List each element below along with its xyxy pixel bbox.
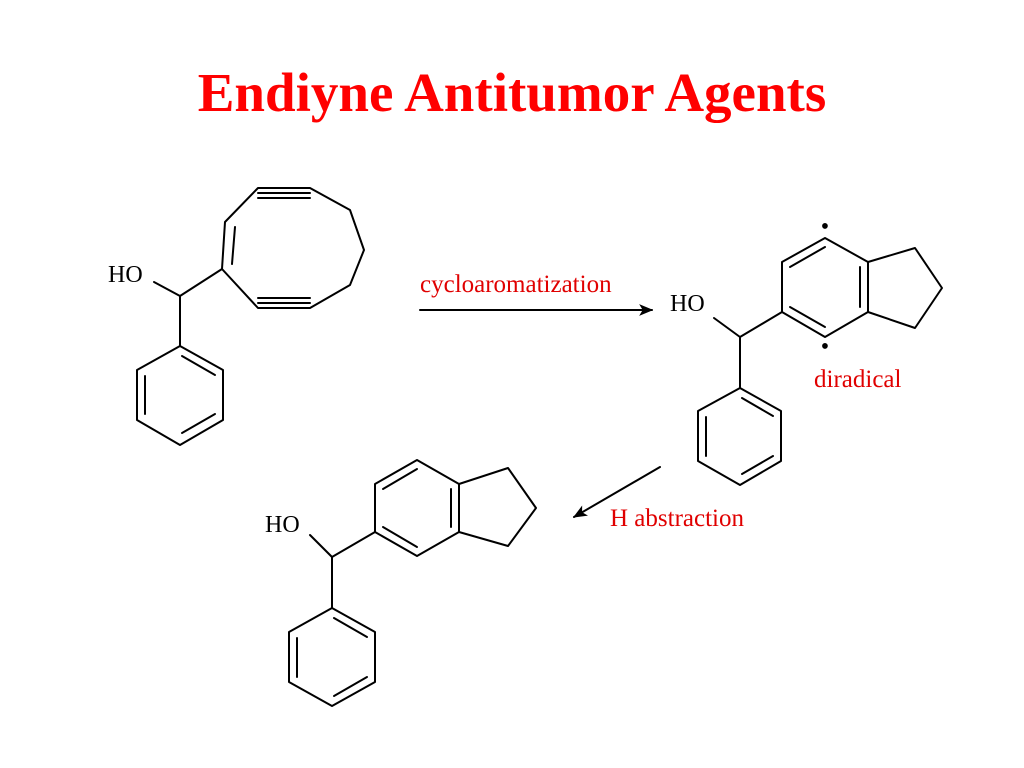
diradical-inner-bond (789, 306, 826, 328)
diradical-phenyl-ring (697, 387, 782, 486)
enediyne-ring (221, 187, 365, 309)
diradical-phenyl-inner-bond (741, 397, 774, 417)
product-carbinol-bond (331, 531, 376, 558)
phenyl-inner-bond (181, 413, 216, 434)
diradical-inner-bond (789, 246, 826, 268)
carbinol-ring-bond (179, 268, 223, 297)
diradical-molecule: • • HO diradical (670, 214, 943, 486)
phenyl-ring (136, 345, 224, 446)
enediyne-molecule: HO (108, 187, 365, 446)
diradical-benzene-ring (781, 237, 869, 338)
diradical-carbinol-bond (739, 311, 783, 338)
diradical-label: diradical (814, 366, 902, 393)
ring-alkene-inner-bond (231, 226, 236, 265)
hydroxyl-label: HO (108, 262, 143, 288)
product-hydroxyl-label: HO (265, 512, 300, 538)
h-abstraction-label: H abstraction (610, 505, 744, 532)
product-inner-bond (382, 468, 418, 490)
phenyl-inner-bond (181, 355, 216, 376)
diradical-hydroxyl-label: HO (670, 291, 705, 317)
radical-dot-top: • (821, 214, 829, 240)
cycloaromatization-label: cycloaromatization (420, 271, 612, 298)
product-benzene-ring (374, 459, 460, 557)
reaction-arrow-down-left (572, 466, 661, 518)
product-phenyl-inner-bond (333, 617, 368, 638)
slide-title: Endiyne Antitumor Agents (197, 62, 827, 123)
diradical-cyclopentane-ring (867, 247, 943, 329)
product-cyclopentane-ring (458, 467, 537, 547)
indane-product-molecule: HO (265, 459, 537, 707)
diradical-phenyl-inner-bond (741, 455, 774, 475)
product-phenyl-inner-bond (333, 676, 368, 697)
cycloaromatization-step: cycloaromatization (419, 271, 654, 316)
product-phenyl-ring (288, 607, 376, 707)
h-abstraction-step: H abstraction (572, 466, 744, 532)
product-oh-bond (309, 534, 333, 558)
radical-dot-bottom: • (821, 334, 829, 360)
carbinol-oh-bond (153, 281, 181, 297)
product-inner-bond (382, 526, 418, 548)
diradical-oh-bond (713, 317, 741, 338)
